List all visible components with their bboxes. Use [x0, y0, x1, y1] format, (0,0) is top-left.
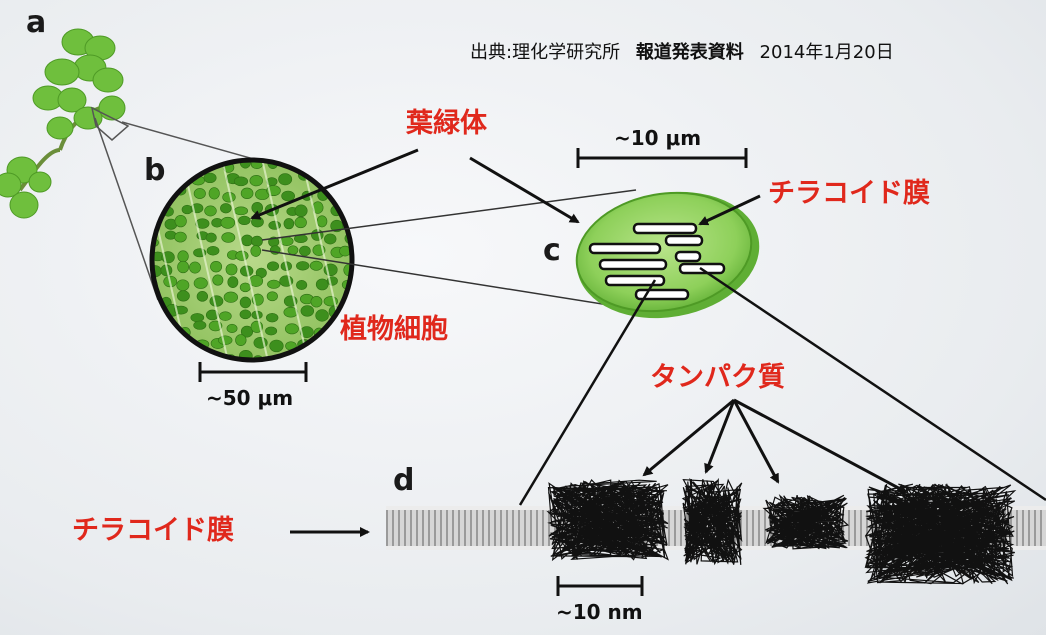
protein-complex-2 [681, 477, 743, 566]
scale-label-protein: ~10 nm [556, 600, 643, 624]
zoom-lines-cell-to-chloroplast [261, 189, 641, 311]
source-credit: 出典:理化学研究所 報道発表資料 2014年1月20日 [470, 44, 894, 62]
arrow-thylakoid-to-c [698, 194, 761, 226]
panel-label-c: c [543, 233, 561, 268]
arrow-protein-2 [704, 399, 736, 474]
protein-label: タンパク質 [650, 362, 785, 393]
arrow-chloroplast-to-cell [250, 148, 419, 220]
clover-plant-illustration [0, 28, 126, 219]
scale-bar-protein [556, 576, 644, 596]
scale-bars [198, 148, 748, 596]
panel-label-d: d [393, 463, 415, 498]
arrow-protein-1 [642, 398, 735, 477]
zoom-lines-chloroplast-to-membrane [518, 266, 1046, 506]
protein-complex-1 [546, 479, 670, 562]
plant-cell-micrograph [149, 157, 355, 363]
protein-complex-3 [762, 494, 850, 550]
thylakoid-stacks [588, 222, 726, 301]
chloroplast-label: 葉緑体 [406, 108, 487, 139]
panel-label-b: b [144, 153, 166, 188]
source-doc: 報道発表資料 [635, 42, 744, 63]
thylakoid-membrane-label-top: チラコイド膜 [768, 178, 930, 209]
arrow-protein-3 [732, 399, 780, 484]
chloroplast-illustration [575, 191, 760, 319]
panel-label-a: a [26, 5, 47, 40]
protein-complex-4 [864, 483, 1017, 585]
scale-label-chloroplast: ~10 μm [614, 126, 702, 150]
source-date: 2014年1月20日 [759, 42, 894, 63]
scale-bar-cell [198, 362, 308, 382]
arrow-chloroplast-to-c [469, 156, 580, 224]
label-arrows [250, 148, 908, 537]
source-prefix: 出典:理化学研究所 [470, 42, 621, 63]
plant-cell-label: 植物細胞 [340, 314, 448, 345]
thylakoid-membrane-label-bottom: チラコイド膜 [72, 515, 234, 546]
scale-bar-chloroplast [576, 148, 748, 168]
protein-complexes [546, 477, 1017, 585]
scale-label-cell: ~50 μm [206, 386, 294, 410]
arrow-protein-4 [733, 398, 908, 494]
